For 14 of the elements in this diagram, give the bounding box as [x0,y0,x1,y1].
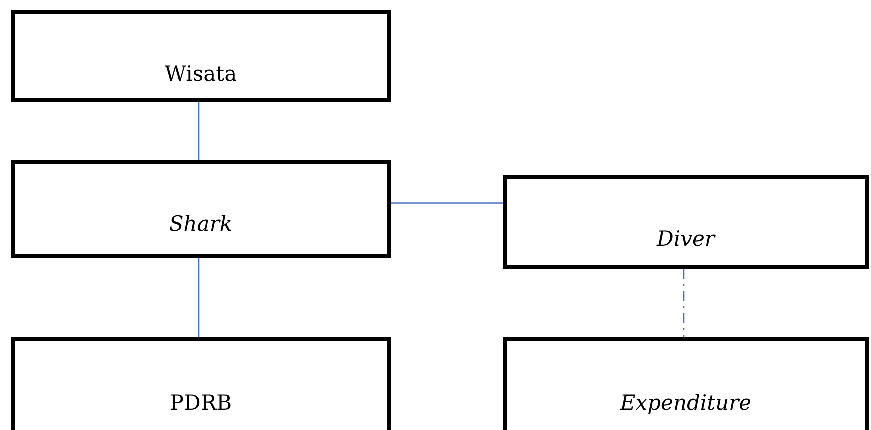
process-box [11,10,391,102]
process-box [503,337,869,430]
connector-line [198,258,200,337]
process-box [503,175,869,269]
connector-line [198,102,200,160]
process-box [11,160,391,258]
process-box [11,337,391,430]
box-label: Wisata [164,62,238,88]
box-label: Expenditure [619,391,753,416]
dash-dot-connector [683,269,685,337]
box-label: Diver [656,227,717,252]
box-label: Shark [168,212,234,238]
box-label: PDRB [168,391,234,416]
connector-line [391,202,503,204]
